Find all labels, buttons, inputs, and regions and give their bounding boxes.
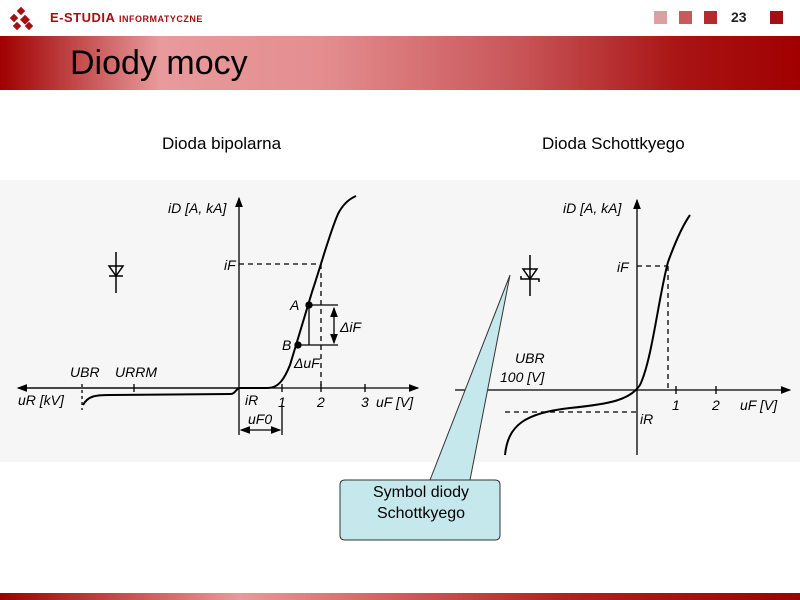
svg-text:uF [V]: uF [V]	[376, 394, 414, 410]
nav-square-light[interactable]	[654, 11, 667, 24]
nav-square-end[interactable]	[770, 11, 783, 24]
schottky-diode-chart	[455, 198, 792, 456]
svg-text:iR: iR	[640, 411, 653, 427]
svg-text:100 [V]: 100 [V]	[500, 369, 545, 385]
svg-text:1: 1	[278, 394, 286, 410]
iv-curve	[504, 214, 691, 456]
svg-text:uF0: uF0	[248, 411, 272, 427]
svg-text:2: 2	[316, 394, 325, 410]
footer-bar	[0, 593, 800, 600]
svg-text:uR [kV]: uR [kV]	[18, 392, 65, 408]
brand-name: E-STUDIA INFORMATYCZNE	[50, 10, 203, 25]
bipolar-diode-chart	[16, 195, 420, 435]
svg-text:iD [A, kA]: iD [A, kA]	[168, 200, 227, 216]
nav-square-mid[interactable]	[679, 11, 692, 24]
svg-text:3: 3	[361, 394, 369, 410]
header-bar: E-STUDIA INFORMATYCZNE 23	[0, 0, 800, 36]
page-number: 23	[731, 9, 747, 25]
svg-text:uF [V]: uF [V]	[740, 397, 778, 413]
title-band	[0, 36, 800, 90]
svg-text:2: 2	[711, 397, 720, 413]
svg-text:iD [A, kA]: iD [A, kA]	[563, 200, 622, 216]
left-heading: Dioda bipolarna	[162, 134, 282, 153]
callout-bubble	[339, 274, 511, 541]
svg-text:A: A	[289, 297, 299, 313]
svg-text:UBR: UBR	[515, 350, 545, 366]
svg-text:iF: iF	[617, 259, 630, 275]
svg-text:1: 1	[672, 397, 680, 413]
svg-text:ΔuF: ΔuF	[293, 355, 321, 371]
svg-text:ΔiF: ΔiF	[339, 319, 363, 335]
schottky-symbol-icon	[520, 255, 540, 296]
svg-text:iR: iR	[245, 392, 258, 408]
iv-curve	[82, 195, 357, 406]
svg-text:UBR: UBR	[70, 364, 100, 380]
right-heading: Dioda Schottkyego	[542, 134, 685, 153]
svg-text:B: B	[282, 337, 291, 353]
logo-icon	[9, 6, 34, 31]
diode-symbol-icon	[107, 252, 125, 293]
svg-text:URRM: URRM	[115, 364, 157, 380]
svg-text:iF: iF	[224, 257, 237, 273]
page-title: Diody mocy	[70, 44, 248, 82]
nav-square-dark[interactable]	[704, 11, 717, 24]
